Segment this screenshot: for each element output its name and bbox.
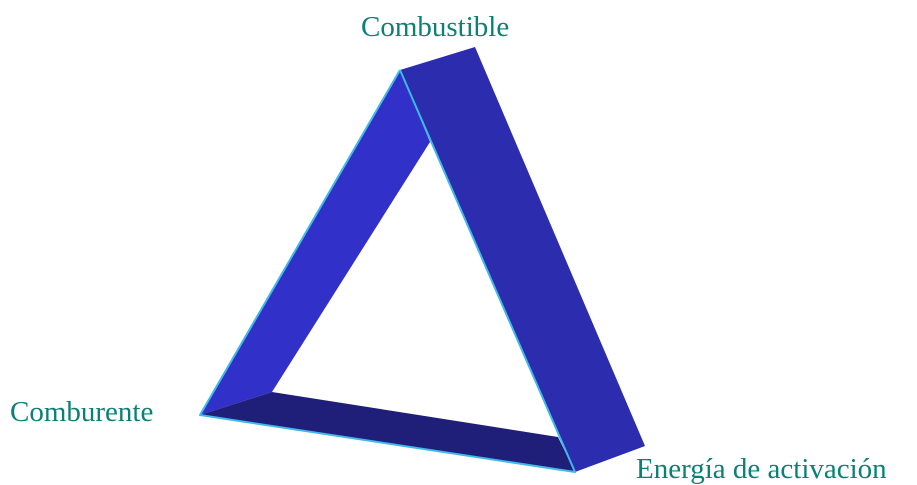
triangle-side-left [200, 70, 430, 415]
triangle-edge-highlight [199, 69, 576, 473]
label-fuel: Combustible [361, 11, 510, 43]
triangle-side-right [400, 47, 645, 472]
label-activation-energy: Energía de activación [636, 453, 887, 485]
triangle-side-bottom [200, 392, 575, 472]
label-oxidizer: Comburente [10, 396, 154, 428]
